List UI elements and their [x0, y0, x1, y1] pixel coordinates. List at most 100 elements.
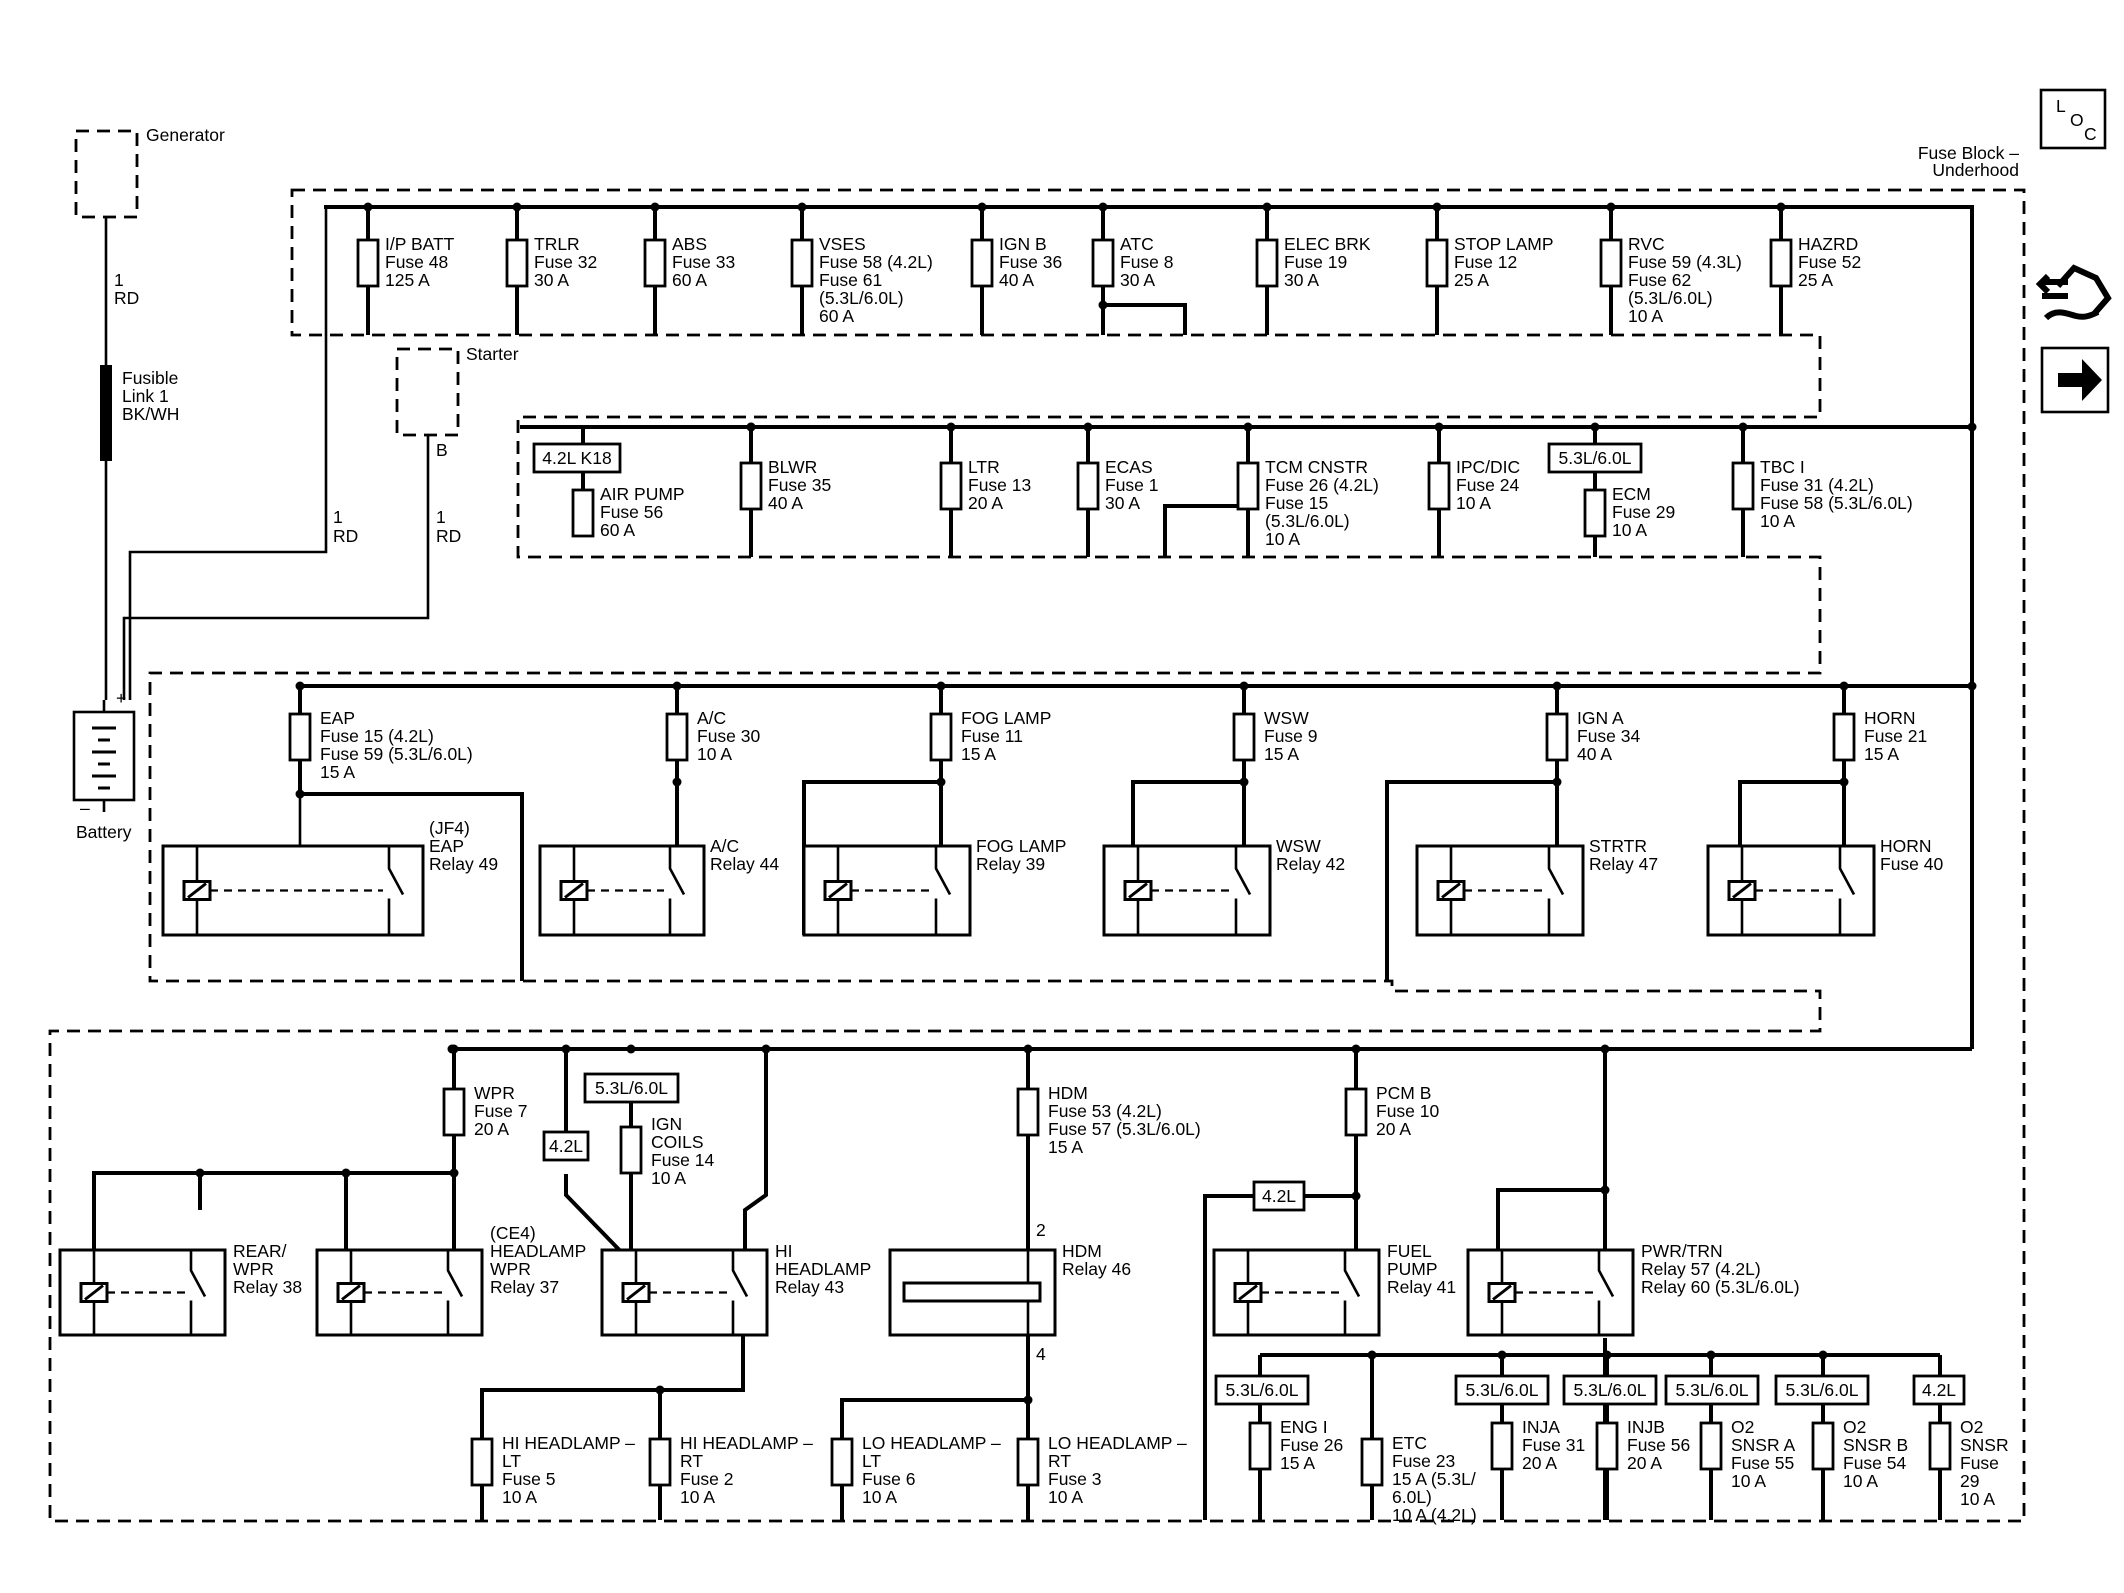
- row1-fuse-label-line: 125 A: [385, 270, 430, 290]
- row2-fuse-label-line: 60 A: [600, 520, 635, 540]
- svg-text:Link 1: Link 1: [122, 386, 169, 406]
- row5-fuse-label-line: HI HEADLAMP –: [680, 1433, 813, 1453]
- row1-fuse-label-line: 10 A: [1628, 306, 1663, 326]
- junction-dots: [195, 202, 1977, 1405]
- component-locator-icon[interactable]: [2035, 264, 2112, 321]
- row4-relay-label-line: (CE4): [490, 1223, 536, 1243]
- relay-switch: [446, 1250, 464, 1335]
- row4-fuse: [442, 1087, 466, 1137]
- row1-fuse: [790, 238, 814, 288]
- row3-relay-label-line: Relay 49: [429, 854, 498, 874]
- svg-text:O: O: [2070, 110, 2084, 130]
- loc-icon[interactable]: L O C: [2039, 88, 2107, 150]
- row4-relay-label-line: Relay 46: [1062, 1259, 1131, 1279]
- row1-fuse-label-line: Fuse 36: [999, 252, 1062, 272]
- row1-fuse-label-line: Fuse 32: [534, 252, 597, 272]
- row5-fuse-label-line: Fuse: [1960, 1453, 1999, 1473]
- svg-text:BK/WH: BK/WH: [122, 404, 179, 424]
- svg-text:5.3L/6.0L: 5.3L/6.0L: [1559, 448, 1632, 468]
- row3-fuse-label-line: Fuse 59 (5.3L/6.0L): [320, 744, 473, 764]
- row1-fuse-label-line: Fuse 61: [819, 270, 882, 290]
- row1-fuse-label-line: HAZRD: [1798, 234, 1858, 254]
- row1-fuse-label-line: Fuse 8: [1120, 252, 1174, 272]
- row1-fuse-label-line: (5.3L/6.0L): [819, 288, 904, 308]
- row3-fuse-label-line: Fuse 15 (4.2L): [320, 726, 434, 746]
- row1-fuse-label-line: STOP LAMP: [1454, 234, 1554, 254]
- svg-text:4.2L: 4.2L: [1922, 1380, 1956, 1400]
- row1-fuse: [1425, 238, 1449, 288]
- relay-switch: [1547, 846, 1565, 935]
- row3-relay-label-line: Relay 39: [976, 854, 1045, 874]
- row4-relay-label-line: HEADLAMP: [490, 1241, 586, 1261]
- row3-relay: [802, 844, 972, 937]
- row5-fuse-label-line: SNSR A: [1731, 1435, 1796, 1455]
- row3-relay-label-line: Relay 44: [710, 854, 779, 874]
- relay-switch: [1234, 846, 1252, 935]
- row2-fuse-label-line: 30 A: [1105, 493, 1140, 513]
- row5-fuse-label-line: Fuse 23: [1392, 1451, 1455, 1471]
- svg-text:Generator: Generator: [146, 125, 225, 145]
- row1-fuse-label-line: Fuse 58 (4.2L): [819, 252, 933, 272]
- row5-fuse-label-line: 20 A: [1522, 1453, 1557, 1473]
- variant-tag-ign-coils: 5.3L/6.0L: [583, 1072, 680, 1104]
- row2-fuse-label-line: Fuse 35: [768, 475, 831, 495]
- row2-fuse: [571, 488, 595, 538]
- row1-fuse-label-line: 25 A: [1798, 270, 1833, 290]
- row5-fuse: [1248, 1421, 1272, 1471]
- row2-fuse-label-line: Fuse 31 (4.2L): [1760, 475, 1874, 495]
- row2-fuse-label-line: 10 A: [1265, 529, 1300, 549]
- row3-relay-label-line: EAP: [429, 836, 464, 856]
- row3-fuse-label-line: IGN A: [1577, 708, 1624, 728]
- row3-fuse-label-line: 10 A: [697, 744, 732, 764]
- row3-relay-label-line: WSW: [1276, 836, 1321, 856]
- row2-fuse-label-line: BLWR: [768, 457, 817, 477]
- row4-relay-label-line: REAR/: [233, 1241, 287, 1261]
- row3-fuse-label-line: HORN: [1864, 708, 1916, 728]
- wire-label: 1: [114, 270, 124, 290]
- row2-fuse-label-line: Fuse 1: [1105, 475, 1159, 495]
- row5-fuse-label-line: ETC: [1392, 1433, 1427, 1453]
- row1-fuse-label-line: IGN B: [999, 234, 1047, 254]
- row1-fuse-label-line: Fuse 52: [1798, 252, 1861, 272]
- row3-fuse-label-line: Fuse 11: [961, 726, 1023, 746]
- row1-fuse-label-line: 25 A: [1454, 270, 1489, 290]
- row5-fuse: [648, 1437, 672, 1487]
- row1-fuse: [970, 238, 994, 288]
- row2-fuse: [1731, 461, 1755, 511]
- row2-fuse-label-line: Fuse 15: [1265, 493, 1328, 513]
- row2-fuse-label-line: AIR PUMP: [600, 484, 685, 504]
- row5-fuse-label-line: 29: [1960, 1471, 1979, 1491]
- row2-fuse-label-line: 10 A: [1456, 493, 1491, 513]
- row2-fuse: [939, 461, 963, 511]
- main-bus: [300, 205, 1974, 1051]
- row2-fuse-label-line: ECM: [1612, 484, 1651, 504]
- arrow-right-icon[interactable]: [2040, 346, 2110, 414]
- row4-relay: [58, 1248, 227, 1337]
- row5-fuse-label-line: LT: [502, 1451, 521, 1471]
- row5-fuse: [1360, 1437, 1384, 1487]
- row4-fuse-label-line: COILS: [651, 1132, 704, 1152]
- row5-fuse-label-line: LO HEADLAMP –: [862, 1433, 1001, 1453]
- row3-fuse-label-line: Fuse 21: [1864, 726, 1927, 746]
- variant-tag-row5: 5.3L/6.0L: [1214, 1374, 1310, 1406]
- svg-text:Fuse Block –: Fuse Block –: [1918, 143, 2019, 163]
- row3-relay-label-line: (JF4): [429, 818, 470, 838]
- row5-fuse-label-line: RT: [1048, 1451, 1071, 1471]
